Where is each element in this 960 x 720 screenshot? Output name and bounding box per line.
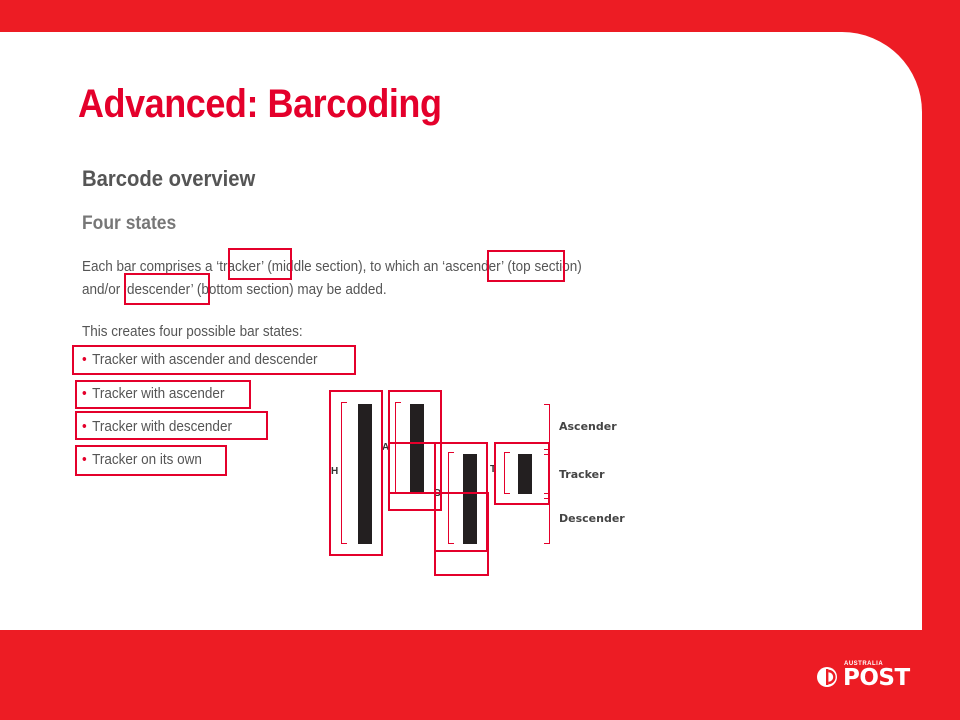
bar-full [358,404,372,544]
highlight-bar-full [329,390,383,556]
descender-legend-bracket [544,498,550,544]
bullet-icon: • [82,385,87,402]
barcode-diagram: H A D T Ascender Tracker Descender [328,388,625,578]
slide-panel [0,32,922,630]
logo-word: POST [843,665,910,691]
bullet-icon: • [82,451,87,468]
bullet-item: •Tracker on its own [82,451,202,468]
descender-bracket [448,452,454,544]
bar-descender [463,454,477,544]
highlight-bar-tracker [494,442,550,505]
legend-ascender: Ascender [559,420,617,433]
slide-title: Advanced: Barcoding [78,82,442,126]
logo-small-text: AUSTRALIA [844,661,884,667]
paragraph-line-1: Each bar comprises a ‘tracker’ (middle s… [82,258,582,275]
ascender-legend-bracket [544,404,550,450]
highlight-descender-zone [434,492,489,576]
highlight-bullet-2 [75,380,251,409]
australia-post-logo: AUSTRALIA POST [816,660,916,692]
label-t: T [490,464,497,475]
slide-subtitle: Barcode overview [82,166,256,191]
label-h: H [331,466,339,477]
legend-descender: Descender [559,512,625,525]
section-heading: Four states [82,213,177,234]
bar-ascender [410,404,424,494]
post-logo-icon [817,667,837,687]
highlight-bullet-1 [72,345,356,375]
highlight-descender [124,273,210,305]
label-a: A [382,442,390,453]
bullet-icon: • [82,418,87,435]
highlight-bullet-4 [75,445,227,476]
highlight-bullet-3 [75,411,268,440]
bullet-item: •Tracker with ascender [82,385,225,402]
bullet-icon: • [82,351,87,368]
highlight-ascender [487,250,565,282]
bullet-item: •Tracker with descender [82,418,232,435]
tracker-bracket [504,452,510,494]
paragraph-line-2: and/or ‘descender’ (bottom section) may … [82,281,387,298]
highlight-tracker [228,248,292,280]
legend-tracker: Tracker [559,468,605,481]
bullet-item: •Tracker with ascender and descender [82,351,318,368]
full-height-bracket [341,402,347,544]
intro-text: This creates four possible bar states: [82,323,303,340]
bar-tracker [518,454,532,494]
